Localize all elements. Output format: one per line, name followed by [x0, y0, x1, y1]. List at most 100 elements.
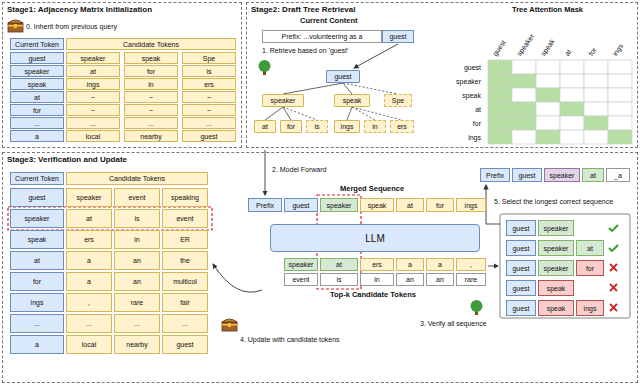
token-cell: in: [360, 273, 394, 286]
token-cell: event: [284, 273, 318, 286]
mask-cell: [608, 130, 632, 144]
stage-title: Stage1: Adjacency Matrix Initialization: [7, 5, 152, 14]
mask-cell: [608, 102, 632, 116]
mask-cell: [560, 102, 584, 116]
mask-cell: [608, 116, 632, 130]
mask-cell: [608, 88, 632, 102]
token-cell: ...: [66, 314, 112, 333]
token-cell: speak: [10, 78, 64, 90]
token-cell: guest: [506, 240, 536, 256]
token-cell: Prefix: [480, 168, 510, 182]
token-text: guest: [176, 341, 193, 348]
mask-cell: [584, 102, 608, 116]
token-cell: ings: [66, 78, 120, 90]
token-text: a: [438, 261, 442, 268]
token-text: speak: [547, 285, 566, 292]
token-cell: ~: [66, 91, 120, 103]
token-cell: speaker: [66, 188, 112, 207]
token-cell: guest: [506, 300, 536, 316]
token-cell: an: [426, 273, 454, 286]
token-text: for: [436, 202, 444, 209]
token-text: at: [407, 202, 413, 209]
token-cell: speak: [124, 52, 178, 64]
token-cell: fair: [162, 293, 208, 312]
token-cell: Current Token: [10, 38, 64, 50]
token-text: ings: [465, 202, 478, 209]
token-text: nearby: [140, 133, 161, 140]
token-text: ers: [204, 81, 214, 88]
tree-token: ings: [334, 120, 360, 133]
token-text: an: [406, 276, 414, 283]
mask-column-label: for: [587, 46, 597, 57]
token-cell: ers: [182, 78, 236, 90]
cross-mark: [610, 284, 617, 291]
token-text: ...: [148, 120, 154, 127]
chest-icon: [8, 20, 23, 32]
mask-cell: [512, 130, 536, 144]
token-cell: speaker: [284, 258, 318, 271]
token-text: at: [86, 215, 92, 222]
update-arrow: [213, 264, 262, 292]
token-cell: at: [320, 258, 358, 271]
token-cell: ...: [66, 117, 120, 129]
token-text: event: [128, 194, 145, 201]
tree-token: ers: [390, 120, 414, 133]
token-cell: a: [426, 258, 454, 271]
token-text: speaker: [544, 245, 569, 252]
token-cell: guest: [506, 280, 536, 296]
token-text: at: [34, 257, 40, 264]
mask-cell: [536, 74, 560, 88]
token-cell: is: [114, 209, 160, 228]
token-cell: at: [66, 209, 112, 228]
token-cell: speaker: [538, 220, 574, 236]
token-text: is: [134, 215, 139, 222]
token-text: speak: [28, 81, 47, 88]
section-label: Merged Sequence: [340, 185, 404, 194]
token-text: Current Token: [15, 41, 59, 48]
step-label: 0. Inherit from previous query: [26, 23, 117, 31]
token-cell: rare: [456, 273, 486, 286]
tree-token: in: [364, 120, 386, 133]
token-cell: speaking: [162, 188, 208, 207]
token-text: ers: [84, 236, 94, 243]
stage-title: Stage3: Verification and Update: [7, 155, 127, 164]
mask-cell: [536, 60, 560, 74]
token-cell: speaker: [10, 209, 64, 228]
token-text: Current Token: [15, 175, 59, 182]
mask-row-label-box: speak: [444, 88, 484, 102]
token-text: in: [374, 276, 379, 283]
token-text: speaker: [77, 194, 102, 201]
token-text: speak: [142, 55, 161, 62]
mask-row-label: at: [475, 106, 481, 113]
mask-row-label-box: ings: [444, 130, 484, 144]
token-cell: an: [114, 272, 160, 291]
node-text: LLM: [365, 233, 384, 244]
section-label: Tree Attention Mask: [512, 6, 583, 15]
tree-link: [343, 83, 352, 94]
tree-token: Spe: [384, 94, 412, 107]
token-text: ...: [182, 320, 188, 327]
token-text: ...: [86, 320, 92, 327]
step-label: 5. Select the longest correct sequence: [494, 198, 613, 206]
token-text: ...: [90, 120, 96, 127]
mask-cell: [512, 74, 536, 88]
token-text: Spe: [203, 55, 215, 62]
tree-token: guest: [326, 70, 360, 83]
token-cell: ...: [114, 314, 160, 333]
token-cell: ings: [10, 293, 64, 312]
step-label: 3. Verify all sequence: [420, 320, 487, 328]
token-text: speaker: [327, 202, 352, 209]
token-text: speaker: [544, 225, 569, 232]
token-text: ~: [149, 94, 153, 101]
token-text: multicol: [173, 278, 197, 285]
token-text: for: [586, 265, 594, 272]
token-cell: guest: [284, 198, 318, 212]
token-text: Candidate Tokens: [109, 175, 165, 182]
token-text: Prefix: [256, 202, 274, 209]
token-text: speak: [368, 202, 387, 209]
token-cell: ~: [182, 91, 236, 103]
mask-column-label: speak: [539, 38, 555, 57]
token-cell: a: [10, 335, 64, 354]
section-label: Top-k Candidate Tokens: [330, 291, 416, 300]
token-text: a: [87, 257, 91, 264]
